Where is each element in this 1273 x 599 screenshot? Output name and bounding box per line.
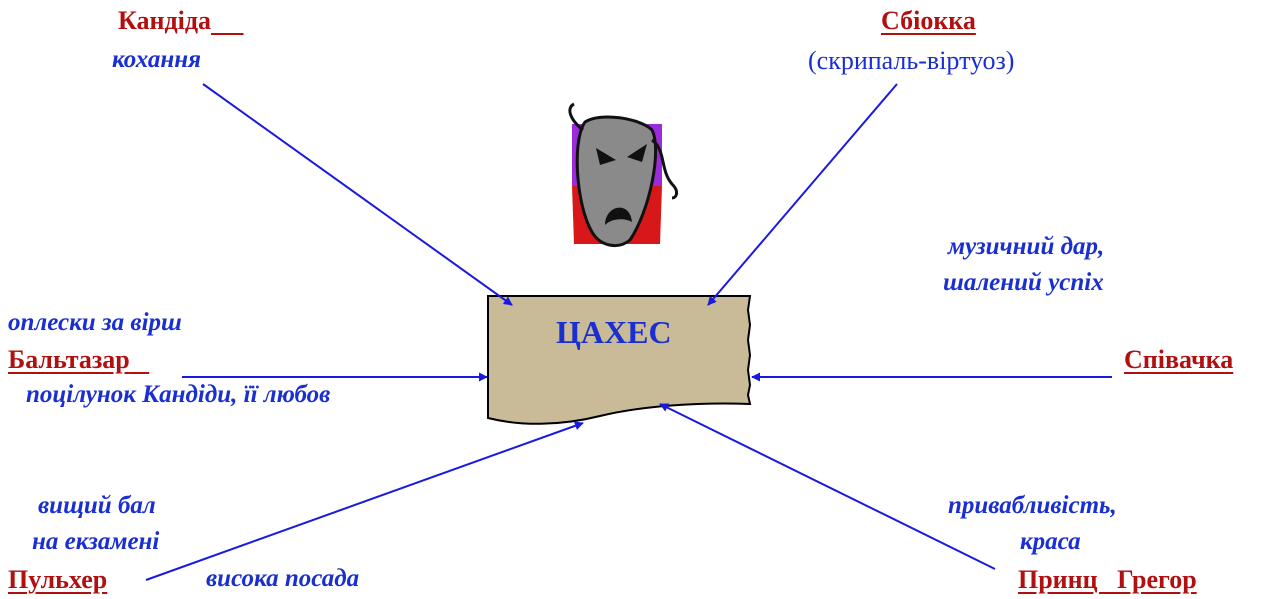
node-pulkher-gain-2: на екзамені — [32, 528, 160, 555]
node-pulkher-gain-1: вищий бал — [38, 492, 156, 519]
node-grehor-gain-1: привабливість, — [948, 492, 1117, 519]
node-spivachka-gain-1: музичний дар, — [948, 233, 1105, 260]
node-spivachka-gain-2: шалений успіх — [943, 269, 1104, 296]
center-label: ЦАХЕС — [556, 314, 672, 350]
center-box — [487, 295, 752, 425]
node-kandida-name: Кандіда — [118, 6, 212, 35]
node-sbiokka-note: (скрипаль-віртуоз) — [808, 46, 1015, 75]
node-sbiokka-name: Сбіокка — [881, 6, 976, 35]
node-baltazar-gain-top: оплески за вірш — [8, 309, 182, 336]
arrow-kandida — [202, 83, 513, 306]
node-baltazar-gain-bottom: поцілунок Кандіди, її любов — [26, 381, 331, 408]
tragedy-mask-icon — [568, 102, 679, 248]
node-kandida-gain: кохання — [112, 46, 202, 73]
arrow-sbiokka — [707, 83, 898, 306]
node-grehor-gain-2: краса — [1020, 528, 1081, 555]
node-pulkher-gain-3: висока посада — [206, 565, 360, 592]
node-pulkher-name: Пульхер — [8, 565, 108, 594]
node-grehor-name: Принц Грегор — [1018, 565, 1197, 594]
arrow-grehor — [659, 403, 996, 570]
node-baltazar-name: Бальтазар — [8, 345, 130, 374]
arrow-pulkher — [145, 421, 584, 581]
node-spivachka-name: Співачка — [1124, 345, 1234, 374]
